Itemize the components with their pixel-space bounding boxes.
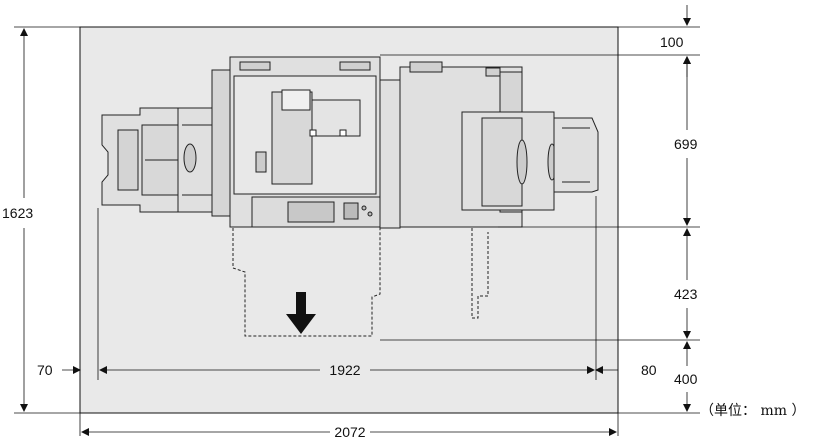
finisher [379,79,401,229]
dimension-lines [20,5,691,436]
front-clearance-label: 423 [674,286,698,302]
machine-top-view [101,56,599,229]
right-clearance-label: 80 [641,362,657,378]
touch-screen [287,201,335,223]
machine-depth-label: 699 [674,136,698,152]
machine-width-label: 1922 [329,362,360,378]
total-depth-label: 1623 [2,205,33,221]
left-clearance-label: 70 [37,362,53,378]
top-clearance-label: 100 [660,34,684,50]
stacker-tray [553,117,599,193]
front-access-zone-finisher [471,228,489,319]
total-width-label: 2072 [334,424,365,440]
extension-lines [14,26,700,436]
front-access-zone-main [232,228,381,337]
main-body [211,69,233,217]
unit-label: （单位： mm ） [700,403,806,419]
pull-direction-arrow [286,292,316,334]
bottom-clearance-label: 400 [674,371,698,387]
